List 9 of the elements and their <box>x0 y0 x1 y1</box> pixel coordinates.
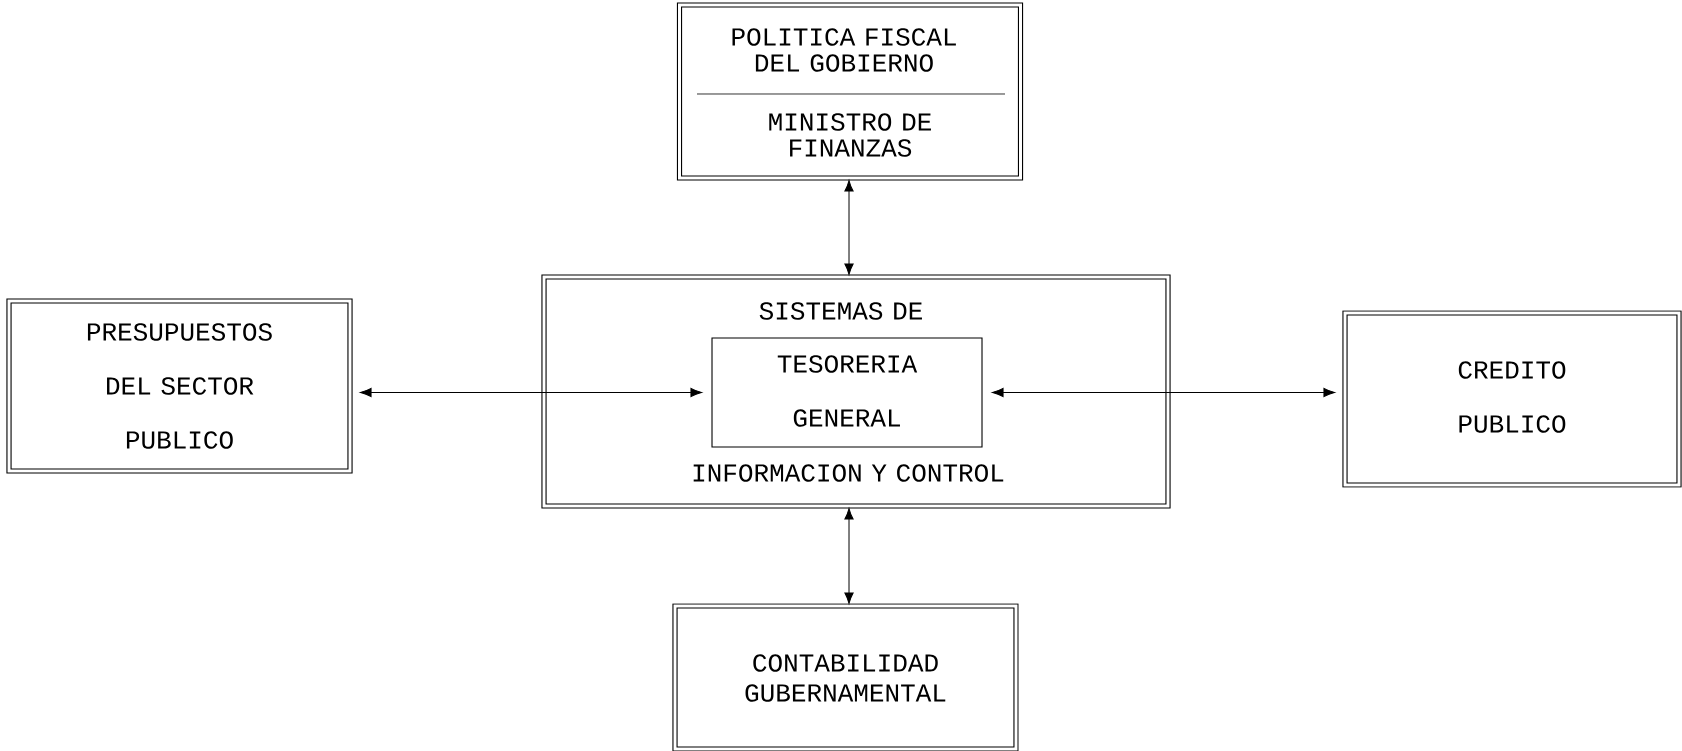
arrow <box>844 180 854 275</box>
arrow <box>992 387 1335 398</box>
box: CONTABILIDAD GUBERNAMENTAL <box>672 603 1019 751</box>
box: TESORERIA GENERAL <box>711 337 983 448</box>
arrow <box>844 508 854 604</box>
box: POLITICA FISCAL DEL GOBIERNO MINISTRO DE FINANZAS <box>676 2 1024 181</box>
box: PRESUPUESTOS DEL SECTOR PUBLICO <box>6 298 353 474</box>
box: CREDITO PUBLICO <box>1342 310 1682 488</box>
arrow <box>360 387 702 398</box>
